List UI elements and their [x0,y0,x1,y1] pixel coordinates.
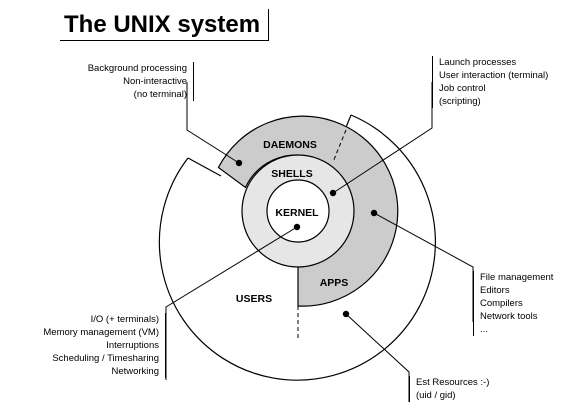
callout-shells-dot [329,189,337,197]
note-shells-line: User interaction (terminal) [439,70,549,81]
callout-users [345,313,410,402]
note-daemons-line: (no terminal) [133,89,187,100]
users-ring [158,114,436,381]
note-kernel-line: Networking [111,366,159,377]
label-shells: SHELLS [271,168,312,180]
note-kernel-line: Scheduling / Timesharing [52,353,159,364]
note-shells: Launch processes User interaction (termi… [432,56,548,108]
note-shells-line: (scripting) [439,96,481,107]
note-apps-line: Compilers [480,298,523,309]
callout-apps-dot [370,209,378,217]
note-kernel-line: I/O (+ terminals) [90,314,159,325]
note-users: Est Resources :-) (uid / gid) [409,376,489,402]
page-title: The UNIX system [64,11,261,38]
note-users-line: (uid / gid) [416,390,456,401]
kernel-core [266,179,330,243]
callout-kernel-dot [293,223,301,231]
title-box: The UNIX system [60,9,270,41]
note-shells-line: Launch processes [439,57,517,68]
note-daemons-line: Background processing [87,63,187,74]
users-ring-edge-left [187,157,222,177]
label-daemons: DAEMONS [263,139,317,151]
note-daemons-line: Non-interactive [123,76,187,87]
note-apps-line: Editors [480,285,510,296]
callout-kernel [165,226,298,380]
note-apps-line: Network tools [480,311,538,322]
callout-users-dot [342,310,350,318]
separator-daemons-apps [332,129,347,163]
note-daemons: Background processing Non-interactive (n… [88,62,194,101]
callout-daemons-dot [235,159,243,167]
note-kernel-line: Interruptions [106,340,159,351]
label-users: USERS [236,293,272,305]
note-apps-line: File management [480,272,554,283]
note-apps-line: ... [480,324,488,335]
note-apps: File management Editors Compilers Networ… [473,271,553,336]
note-kernel: I/O (+ terminals) Memory management (VM)… [43,313,166,378]
callout-daemons [186,82,240,164]
note-kernel-line: Memory management (VM) [43,327,159,338]
label-apps: APPS [320,277,349,289]
note-users-line: Est Resources :-) [416,377,490,388]
label-kernel: KERNEL [275,207,319,219]
note-shells-line: Job control [439,83,486,94]
